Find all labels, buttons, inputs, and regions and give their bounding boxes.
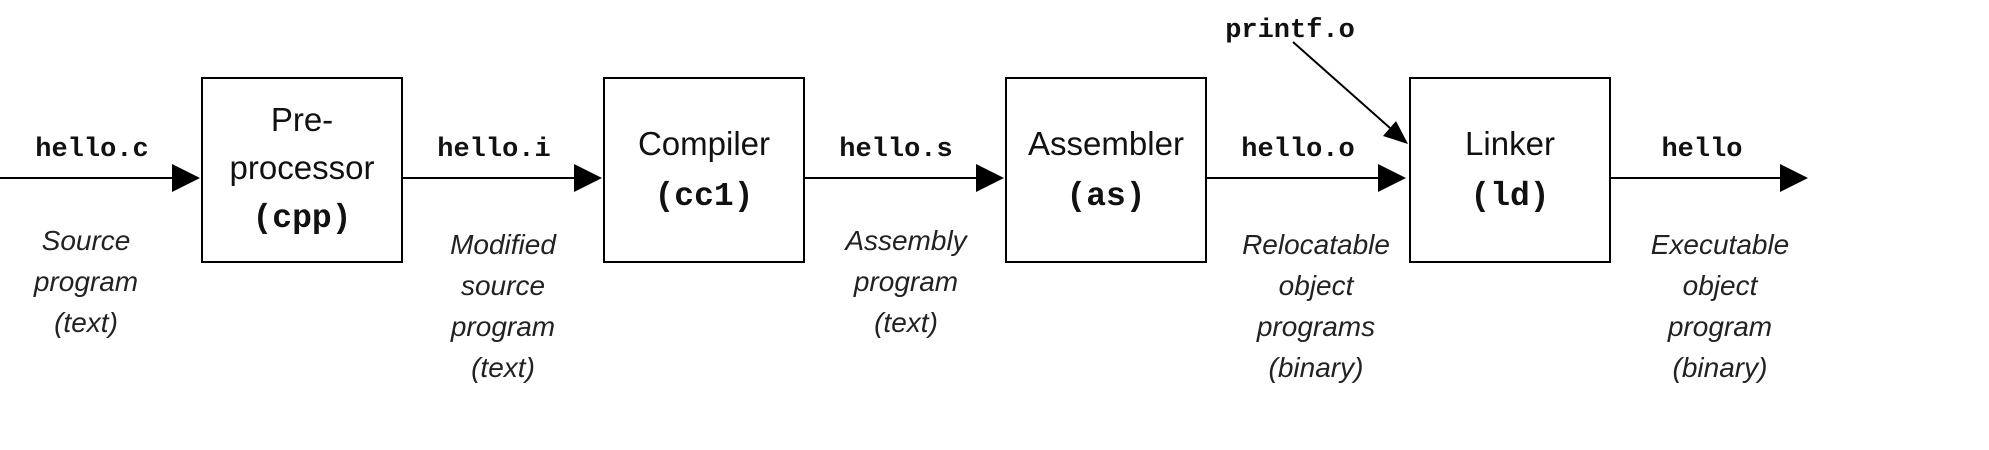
stage-name-line: Pre-	[271, 101, 333, 138]
stage-linker: Linker (ld)	[1409, 77, 1611, 263]
stage-compiler: Compiler (cc1)	[603, 77, 805, 263]
desc-line: object	[1683, 270, 1759, 301]
arrow-hello	[1610, 164, 1808, 192]
stage-box	[1409, 77, 1611, 263]
desc-line: source	[461, 270, 545, 301]
desc-line: (text)	[471, 352, 535, 383]
file-labels: hello.c hello.i hello.s hello.o hello pr…	[35, 16, 1742, 165]
arrow-hello-o	[1206, 164, 1406, 192]
stage-name-line: Linker	[1465, 125, 1555, 162]
desc-line: Source	[42, 225, 131, 256]
desc-line: Modified	[450, 229, 557, 260]
arrow-hello-s	[804, 164, 1004, 192]
file-descriptions: Source program (text) Modified source pr…	[33, 225, 1789, 383]
stage-box	[603, 77, 805, 263]
desc-line: (text)	[54, 307, 118, 338]
flow-arrows	[0, 41, 1808, 192]
stage-tool: (as)	[1066, 178, 1145, 215]
desc-line: Relocatable	[1242, 229, 1390, 260]
stage-tool: (ld)	[1470, 178, 1549, 215]
arrow-printf-o	[1292, 41, 1408, 144]
stage-name-line: Assembler	[1028, 125, 1184, 162]
desc-line: program	[450, 311, 555, 342]
file-label-hello-o: hello.o	[1241, 135, 1354, 165]
file-label-hello-c: hello.c	[35, 135, 148, 165]
stage-preprocessor: Pre- processor (cpp)	[201, 77, 403, 263]
stage-tool: (cc1)	[654, 178, 753, 215]
desc-hello: Executable object program (binary)	[1651, 229, 1790, 383]
desc-line: Assembly	[843, 225, 968, 256]
stage-name-line: processor	[230, 149, 375, 186]
desc-line: (binary)	[1269, 352, 1364, 383]
desc-line: program	[33, 266, 138, 297]
stage-assembler: Assembler (as)	[1005, 77, 1207, 263]
desc-hello-i: Modified source program (text)	[450, 229, 557, 383]
arrow-hello-i	[402, 164, 602, 192]
desc-hello-s: Assembly program (text)	[843, 225, 968, 338]
desc-line: program	[1667, 311, 1772, 342]
desc-line: program	[853, 266, 958, 297]
desc-line: Executable	[1651, 229, 1790, 260]
desc-line: (binary)	[1673, 352, 1768, 383]
stage-boxes: Pre- processor (cpp) Compiler (cc1) Asse…	[201, 77, 1611, 263]
desc-line: (text)	[874, 307, 938, 338]
stage-tool: (cpp)	[252, 200, 351, 237]
stage-name-line: Compiler	[638, 125, 770, 162]
stage-box	[1005, 77, 1207, 263]
desc-hello-c: Source program (text)	[33, 225, 138, 338]
file-label-printf-o: printf.o	[1225, 16, 1355, 46]
file-label-hello-s: hello.s	[839, 135, 952, 165]
desc-hello-o: Relocatable object programs (binary)	[1242, 229, 1390, 383]
desc-line: object	[1279, 270, 1355, 301]
desc-line: programs	[1256, 311, 1375, 342]
arrow-hello-c	[0, 164, 200, 192]
file-label-hello-i: hello.i	[437, 135, 550, 165]
file-label-hello: hello	[1661, 135, 1742, 165]
stage-box	[201, 77, 403, 263]
